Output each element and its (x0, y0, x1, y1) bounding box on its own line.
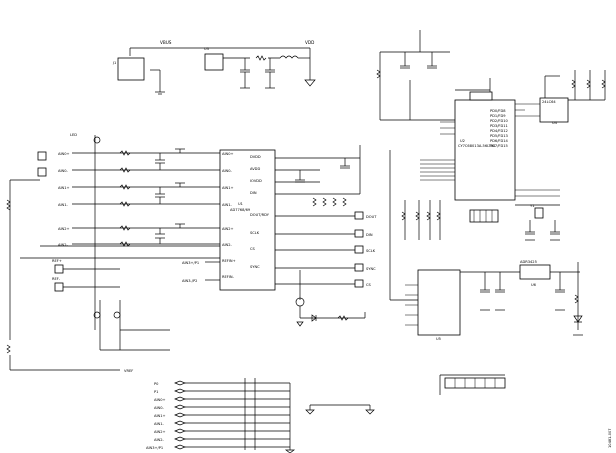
input-label-ain0p: AIN0+ (58, 152, 70, 156)
u2-left-pins (420, 121, 455, 181)
u4-ref: U4 (552, 121, 558, 125)
svg-text:AIN3+/P1: AIN3+/P1 (146, 446, 163, 450)
u2-part: CY7C68013A-56LTXC (458, 144, 496, 148)
test-point-dout (354, 211, 364, 220)
figure-id: 10481-007 (608, 428, 612, 448)
adc-body (219, 149, 276, 291)
input-label-ain1n: AIN1- (58, 203, 68, 207)
u2-pin-3: PD3/FD11 (490, 124, 508, 128)
svg-text:SYNC: SYNC (250, 265, 260, 269)
u2-pin-5: PD5/FD13 (490, 134, 508, 138)
net-label-cs: CS (366, 283, 372, 287)
svg-text:AIN0+: AIN0+ (222, 152, 234, 156)
test-point-sclk (354, 245, 364, 254)
svg-text:DIN: DIN (250, 191, 257, 195)
svg-text:AIN2-: AIN2- (154, 438, 164, 442)
svg-text:AIN2+: AIN2+ (222, 227, 234, 231)
u5-u6-section: U5 ADR3425 U6 (405, 260, 583, 341)
test-point-sync (354, 263, 364, 272)
net-label-dout: DOUT (366, 215, 377, 219)
svg-text:AIN0-: AIN0- (222, 169, 232, 173)
svg-text:AIN1-: AIN1- (154, 422, 164, 426)
test-point-din (354, 229, 364, 238)
svg-text:AVDD: AVDD (250, 167, 260, 171)
bottom-net-labels: P0 P1 AIN0+ AIN0- AIN1+ AIN1- AIN2+ AIN2… (146, 382, 166, 450)
net-label-refn: REF- (52, 277, 61, 281)
u6-part: ADR3425 (520, 260, 537, 264)
net-label-refp: REF+ (52, 259, 62, 263)
reference-and-clock-section: Y1 (389, 150, 560, 301)
svg-text:AIN1-: AIN1- (222, 203, 232, 207)
connector-label-j1: J1 (112, 61, 116, 65)
u1-ref: U1 (238, 202, 243, 206)
bottom-net-list: P0 P1 AIN0+ AIN0- AIN1+ AIN1- AIN2+ AIN2… (146, 378, 375, 453)
usb-connector (117, 57, 145, 81)
connector-j2 (37, 151, 47, 161)
crystal-label: Y1 (530, 204, 534, 208)
net-label-din: DIN (366, 233, 373, 237)
connector-j4 (54, 264, 64, 274)
svg-text:DOUT/RDY: DOUT/RDY (250, 213, 270, 217)
u1-pin-ain3p: AIN3+/P1 (182, 261, 199, 265)
u2-right-pin-labels: PD0/FD8 PD1/FD9 PD2/FD10 PD3/FD11 PD4/FD… (490, 109, 509, 148)
digital-interface-section: DOUT DIN SCLK SYNC CS (275, 145, 377, 327)
u2-pin-7: PD7/FD15 (490, 144, 508, 148)
svg-text:AIN0+: AIN0+ (154, 398, 166, 402)
svg-text:AIN1+: AIN1+ (154, 414, 166, 418)
svg-text:SCLK: SCLK (250, 231, 260, 235)
svg-text:P0: P0 (154, 382, 159, 386)
test-point-cs (354, 279, 364, 288)
net-label-sync: SYNC (366, 267, 376, 271)
u1-pin-ain3n: AIN3-/P2 (182, 279, 197, 283)
u6-ref: U6 (531, 283, 537, 287)
svg-text:REFIN-: REFIN- (222, 275, 235, 279)
net-label-led-left: LED (70, 133, 77, 137)
mcu-u2 (454, 99, 516, 201)
svg-text:P1: P1 (154, 390, 158, 394)
input-label-ain2n: AIN2- (58, 243, 68, 247)
connector-j3 (37, 167, 47, 177)
u2-pin-2: PD2/FD10 (490, 119, 509, 123)
connector-j5 (54, 282, 64, 292)
net-label-vbus: VBUS (160, 40, 172, 45)
input-label-ain2p: AIN2+ (58, 227, 70, 231)
u2-pin-6: PD6/FD14 (490, 139, 509, 143)
u2-pin-0: PD0/FD8 (490, 109, 506, 113)
input-label-ain1p: AIN1+ (58, 186, 70, 190)
led-array (439, 374, 506, 395)
svg-text:CS: CS (250, 247, 256, 251)
u2-pin-4: PD4/FD12 (490, 129, 508, 133)
net-label-vdd: VDD (305, 40, 314, 45)
net-label-vref-left: VREF (124, 369, 133, 373)
u1-part: AD7768/69 (230, 208, 251, 212)
header-strip (469, 91, 493, 101)
u2-ref: U2 (460, 139, 465, 143)
svg-text:AIN2+: AIN2+ (154, 430, 166, 434)
u4-part: 24LC64 (542, 100, 556, 104)
net-label-sclk: SCLK (366, 249, 376, 253)
crystal-y1 (534, 207, 544, 219)
adc-u1: U1 AD7768/69 AIN0+ AIN0- AIN1+ AIN1- AIN… (182, 149, 276, 291)
input-label-ain0n: AIN0- (58, 169, 68, 173)
ic-u5 (417, 269, 461, 336)
svg-text:AIN0-: AIN0- (154, 406, 164, 410)
u1-right-pin-labels: DVDD AVDD IOVDD DIN DOUT/RDY SCLK CS SYN… (250, 155, 270, 269)
usb-mcu-section: U2 CY7C68013A-56LTXC PD0/FD8 PD1/FD9 PD2… (376, 30, 606, 201)
u3-ref: U3 (204, 47, 209, 51)
svg-text:AIN2-: AIN2- (222, 243, 232, 247)
u2-pin-1: PD1/FD9 (490, 114, 506, 118)
power-input-section: VBUS VDD J1 U3 (112, 40, 316, 95)
svg-text:IOVDD: IOVDD (250, 179, 262, 183)
header-connector (469, 209, 499, 223)
svg-text:REFIN+: REFIN+ (222, 259, 236, 263)
u5-ref: U5 (436, 337, 441, 341)
reference-u6 (519, 264, 551, 280)
svg-text:AIN1+: AIN1+ (222, 186, 234, 190)
regulator-u3 (204, 53, 224, 71)
u1-left-pin-labels: AIN0+ AIN0- AIN1+ AIN1- AIN2+ AIN2- REFI… (222, 152, 236, 279)
analog-input-section: AIN0+ AIN0- AIN1+ AIN1- AIN2+ AIN2- (6, 133, 220, 373)
svg-text:DVDD: DVDD (250, 155, 261, 159)
eeprom-u4 (539, 97, 569, 123)
